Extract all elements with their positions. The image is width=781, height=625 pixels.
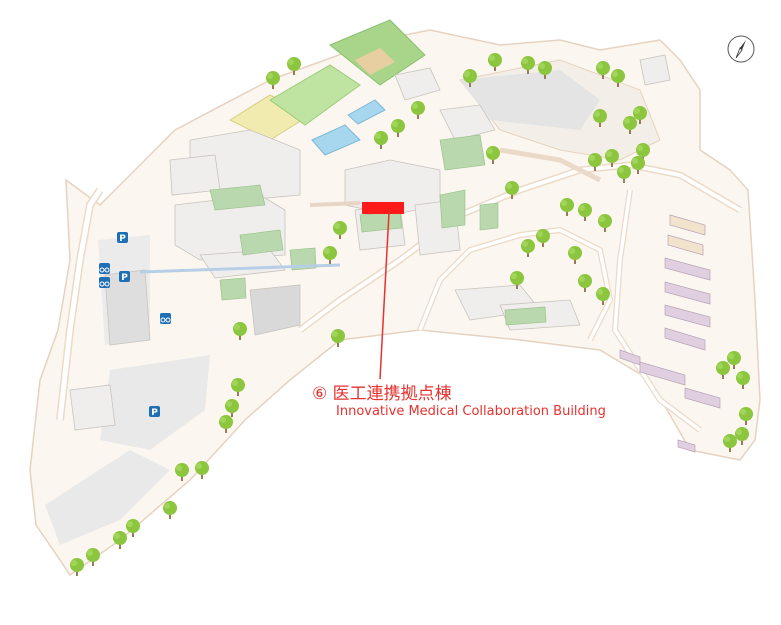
parking-icon <box>149 406 160 418</box>
building-label-english: Innovative Medical Collaboration Buildin… <box>336 404 606 419</box>
building-label-japanese: ⑥ 医工連携拠点棟 <box>312 384 452 404</box>
parking-icon <box>119 271 130 283</box>
hospital-complex <box>69 54 671 431</box>
soccer-field <box>269 64 361 126</box>
parking-lot-south <box>100 355 210 450</box>
bicycle-icon <box>160 313 171 324</box>
leader-line <box>379 212 390 380</box>
motorcycle-icon <box>99 277 110 288</box>
highlighted-building <box>362 202 404 214</box>
parking-lot-southwest <box>45 450 170 545</box>
bicycle-icon <box>99 263 110 274</box>
swimming-pool <box>311 124 361 156</box>
parking-icon <box>117 232 128 244</box>
dormitories <box>619 214 721 453</box>
compass-icon <box>726 34 756 64</box>
